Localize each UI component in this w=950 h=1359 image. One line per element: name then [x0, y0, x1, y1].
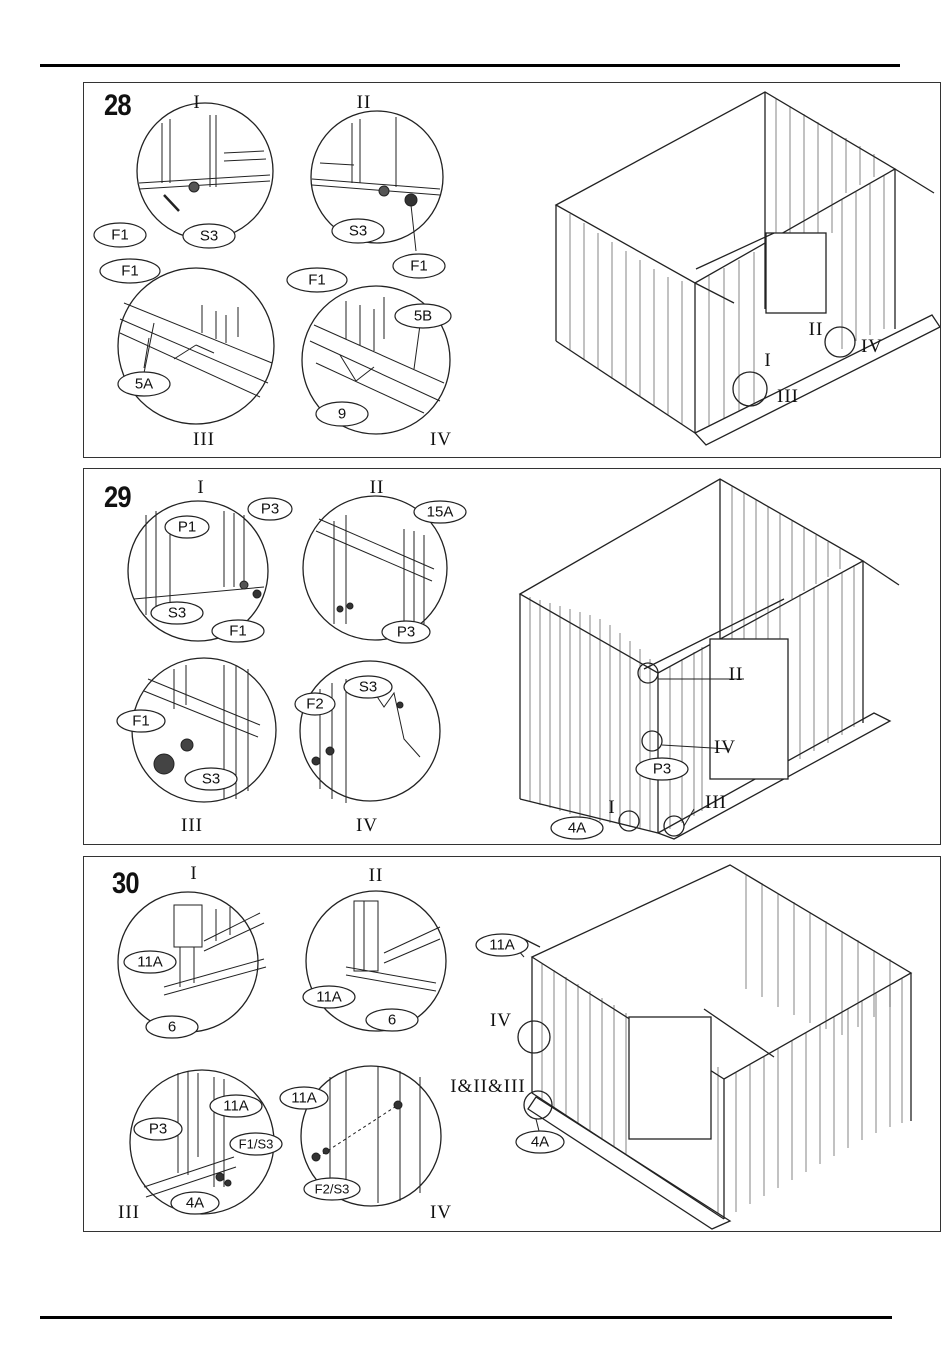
callout-4a: 4A — [531, 1134, 549, 1151]
step-30-callout-ovals — [84, 857, 941, 1232]
callout-11a: 11A — [223, 1098, 249, 1115]
main-callout-iii: III — [777, 386, 799, 408]
step-29-panel: 29 I II III IV P1 P3 S3 F1 15A P3 F1 S3 … — [83, 468, 941, 845]
callout-f2: F2 — [306, 696, 324, 713]
callout-s3: S3 — [359, 679, 377, 696]
top-rule — [40, 64, 900, 67]
main-callout-ii: II — [729, 664, 744, 686]
callout-p3: P3 — [397, 624, 415, 641]
callout-p3: P3 — [653, 761, 671, 778]
callout-f1: F1 — [410, 258, 428, 275]
main-callout-i: I — [608, 797, 615, 819]
step-29-callout-ovals — [84, 469, 941, 845]
callout-6: 6 — [168, 1019, 176, 1036]
step-28-callout-ovals — [84, 83, 941, 458]
callout-f1: F1 — [121, 263, 139, 280]
main-callout-iv: IV — [714, 737, 736, 759]
step-28-panel: 28 I II III IV F1 S3 S3 F1 F1 5A F1 5B 9… — [83, 82, 941, 458]
callout-6: 6 — [388, 1012, 396, 1029]
main-callout-iv: IV — [861, 336, 883, 358]
bottom-rule — [40, 1316, 892, 1319]
callout-s3: S3 — [200, 228, 218, 245]
callout-p3: P3 — [149, 1121, 167, 1138]
callout-f2-s3: F2/S3 — [315, 1182, 350, 1197]
callout-4a: 4A — [186, 1195, 204, 1212]
callout-f1: F1 — [111, 227, 129, 244]
main-callout-combo: I&II&III — [450, 1076, 526, 1098]
callout-f1-s3: F1/S3 — [239, 1137, 274, 1152]
step-30-panel: 30 I II III IV 11A 6 11A 6 P3 11A F1/S3 … — [83, 856, 941, 1232]
callout-4a: 4A — [568, 820, 586, 837]
callout-11a: 11A — [316, 989, 342, 1006]
callout-p3: P3 — [261, 501, 279, 518]
callout-11a: 11A — [137, 954, 163, 971]
callout-5b: 5B — [414, 308, 432, 325]
main-callout-ii: II — [809, 319, 824, 341]
callout-s3: S3 — [202, 771, 220, 788]
main-callout-iii: III — [705, 792, 727, 814]
main-callout-iv: IV — [490, 1010, 512, 1032]
callout-11a: 11A — [291, 1090, 317, 1107]
callout-15a: 15A — [427, 504, 454, 521]
callout-f1: F1 — [132, 713, 150, 730]
callout-s3: S3 — [168, 605, 186, 622]
callout-f1: F1 — [229, 623, 247, 640]
main-callout-i: I — [764, 350, 771, 372]
callout-11a: 11A — [489, 937, 515, 954]
callout-9: 9 — [338, 406, 346, 423]
callout-s3: S3 — [349, 223, 367, 240]
callout-p1: P1 — [178, 519, 196, 536]
callout-5a: 5A — [135, 376, 153, 393]
callout-f1: F1 — [308, 272, 326, 289]
